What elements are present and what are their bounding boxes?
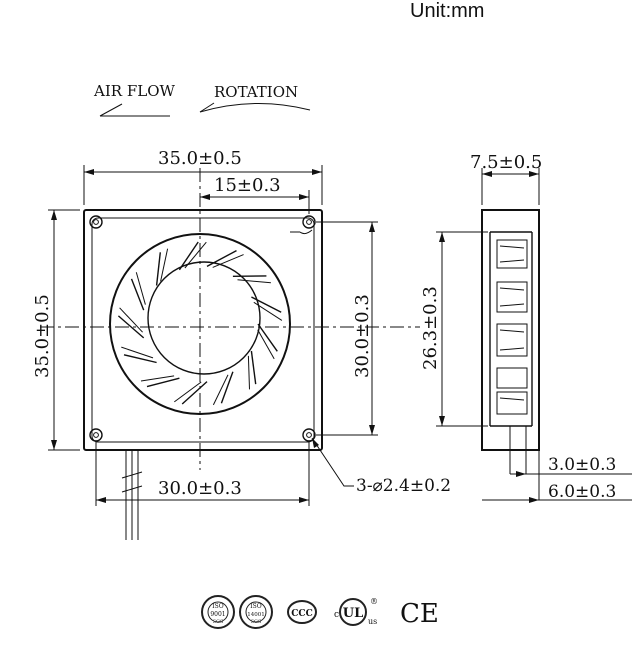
impeller-blade-edge	[248, 356, 249, 390]
iso-9001-mark: ISO 9001 SGS	[202, 596, 234, 628]
svg-text:SGS: SGS	[251, 619, 262, 625]
dim-hole-pitch-vertical: 30.0±0.3	[352, 294, 373, 378]
certification-marks: ISO 9001 SGS ISO 14001 SGS CCC UL c us ®	[202, 596, 439, 629]
svg-text:UL: UL	[343, 606, 363, 621]
svg-text:CCC: CCC	[291, 609, 313, 619]
impeller-blade	[132, 279, 144, 310]
dim-side-step-1: 3.0±0.3	[548, 455, 616, 475]
airflow-arrow-head	[100, 104, 122, 116]
airflow-label: AIR FLOW	[93, 82, 175, 100]
unit-label: Unit:mm	[410, 0, 484, 23]
impeller-blade	[157, 252, 161, 285]
iso-14001-mark: ISO 14001 SGS	[240, 596, 272, 628]
dim-thickness: 7.5±0.5	[470, 152, 542, 173]
impeller-blade-edge	[121, 347, 153, 358]
impeller-blade	[251, 351, 255, 384]
fan-frame-inner	[92, 218, 314, 442]
ul-mark: UL c us ®	[334, 597, 378, 626]
dim-width-top: 35.0±0.5	[158, 148, 242, 169]
ccc-mark: CCC	[288, 601, 316, 623]
rotation-label: ROTATION	[214, 83, 298, 101]
svg-text:ISO: ISO	[212, 603, 223, 610]
dim-height-left: 35.0±0.5	[32, 294, 53, 378]
svg-text:®: ®	[370, 597, 378, 606]
dim-side-height: 26.3±0.3	[420, 286, 441, 370]
dim-hole-offset: 15±0.3	[214, 175, 281, 196]
side-view	[482, 210, 539, 500]
svg-text:c: c	[334, 610, 339, 620]
svg-text:us: us	[368, 617, 377, 626]
rotation-arrow-arc	[200, 103, 310, 112]
impeller-hub	[148, 262, 260, 374]
svg-text:14001: 14001	[247, 612, 265, 618]
impeller-blade	[124, 355, 157, 363]
lead-wires	[126, 450, 138, 540]
dim-side-step-2: 6.0±0.3	[548, 482, 616, 502]
ce-mark: CE	[400, 599, 439, 629]
svg-text:ISO: ISO	[250, 603, 261, 610]
dim-hole-pitch-bottom: 30.0±0.3	[158, 478, 242, 499]
svg-text:9001: 9001	[210, 611, 225, 618]
svg-text:SGS: SGS	[213, 619, 224, 625]
impeller-blade-edge	[136, 272, 145, 304]
rotation-arrow-head	[200, 103, 214, 112]
svg-text:CE: CE	[400, 599, 439, 629]
impeller-blade-edge	[238, 280, 271, 283]
dim-holes: 3-⌀2.4±0.2	[356, 476, 451, 496]
legend: AIR FLOW ROTATION	[93, 82, 310, 116]
